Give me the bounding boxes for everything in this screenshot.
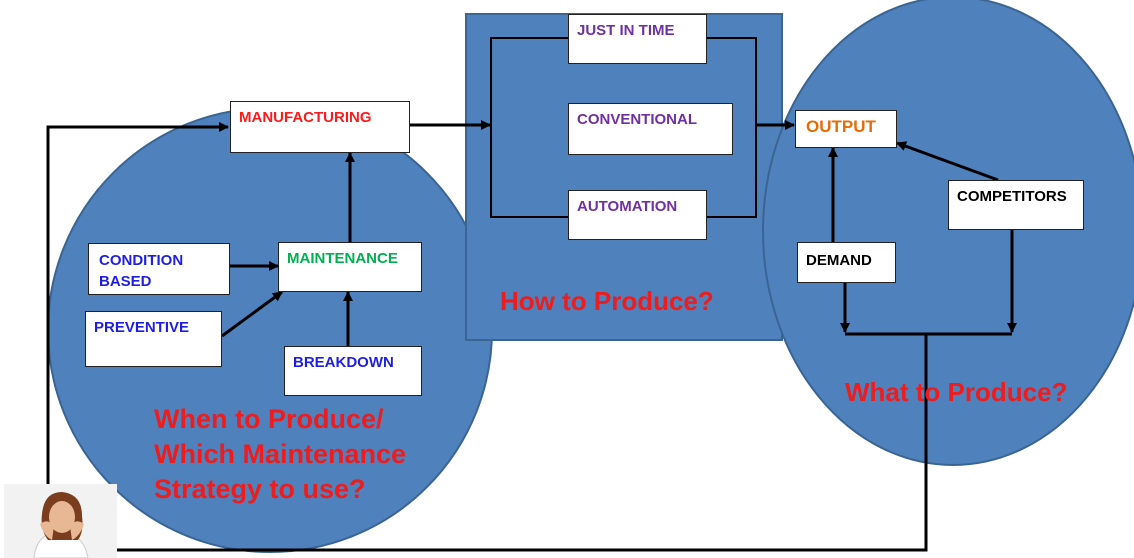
maintenance-label: MAINTENANCE [287, 250, 398, 267]
manufacturing-box: MANUFACTURING [230, 101, 410, 153]
just-in-time-label: JUST IN TIME [577, 22, 675, 39]
competitors-box: COMPETITORS [948, 180, 1084, 230]
preventive-to-maintenance-arrow [221, 290, 283, 338]
conventional-label: CONVENTIONAL [577, 111, 697, 128]
condition-based-label-line2: BASED [99, 273, 152, 290]
how-title: How to Produce? [500, 286, 714, 316]
condition-based-box: CONDITION BASED [88, 243, 230, 295]
just-in-time-box: JUST IN TIME [568, 14, 707, 64]
preventive-box: PREVENTIVE [85, 311, 222, 367]
when-region-title: When to Produce/ Which Maintenance Strat… [154, 402, 406, 507]
when-title-line1: When to Produce/ [154, 404, 384, 434]
when-title-line2: Which Maintenance [154, 439, 407, 469]
output-box: OUTPUT [795, 110, 897, 148]
stressed-woman-photo [4, 484, 117, 558]
competitors-to-output-arrow [896, 141, 999, 182]
conventional-box: CONVENTIONAL [568, 103, 733, 155]
preventive-label: PREVENTIVE [94, 319, 190, 336]
output-label: OUTPUT [806, 117, 876, 136]
demand-box: DEMAND [797, 242, 896, 283]
manufacturing-label: MANUFACTURING [239, 109, 372, 126]
methods-bracket-left [490, 37, 568, 218]
breakdown-label: BREAKDOWN [293, 354, 394, 371]
competitors-label: COMPETITORS [957, 188, 1067, 205]
maintenance-box: MAINTENANCE [278, 242, 422, 292]
automation-box: AUTOMATION [568, 190, 707, 240]
what-region-title: What to Produce? [845, 376, 1067, 408]
demand-label: DEMAND [806, 252, 872, 269]
breakdown-box: BREAKDOWN [284, 346, 422, 396]
when-title-line3: Strategy to use? [154, 474, 366, 504]
what-title: What to Produce? [845, 377, 1068, 407]
automation-label: AUTOMATION [577, 198, 678, 215]
how-region-rect [465, 13, 783, 341]
condition-based-label-line1: CONDITION [99, 252, 184, 269]
methods-bracket-right [707, 37, 757, 218]
how-region-title: How to Produce? [500, 285, 714, 317]
